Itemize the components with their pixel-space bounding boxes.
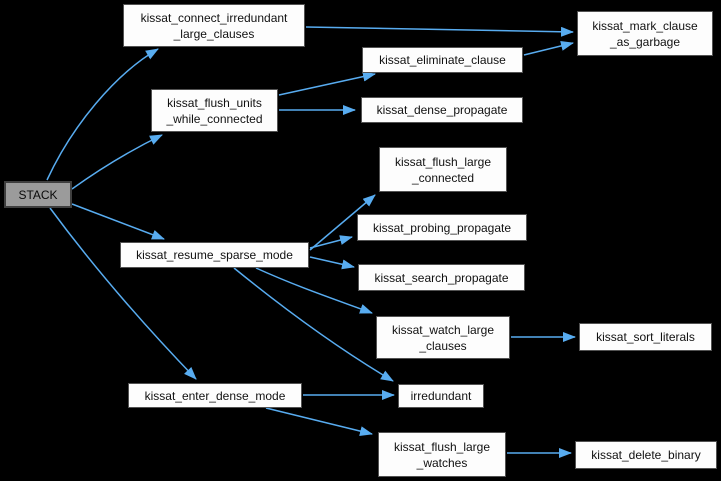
- call-edge-resume-sparse-mode-to-watch-large-clauses: [255, 267, 373, 314]
- graph-node-mark-clause-as-garbage[interactable]: kissat_mark_clause _as_garbage: [577, 11, 713, 56]
- graph-node-label: kissat_search_propagate: [374, 270, 509, 285]
- call-edge-flush-units-while-connected-to-eliminate-clause: [278, 71, 376, 96]
- graph-node-label: kissat_delete_binary: [591, 448, 701, 462]
- graph-node-stack[interactable]: STACK: [4, 181, 72, 208]
- call-edge-resume-sparse-mode-to-search-propagate: [309, 256, 355, 270]
- graph-node-label: irredundant: [410, 389, 472, 403]
- graph-node-label: kissat_flush_large _connected: [394, 154, 492, 185]
- graph-node-search-propagate[interactable]: kissat_search_propagate: [358, 264, 525, 291]
- call-edge-resume-sparse-mode-to-irredundant: [233, 267, 394, 382]
- graph-node-label: kissat_flush_large _watches: [393, 439, 491, 470]
- graph-node-sort-literals[interactable]: kissat_sort_literals: [579, 323, 712, 351]
- graph-node-label: kissat_dense_propagate: [376, 103, 508, 117]
- call-edge-connect-irredundant-large-clauses-to-mark-clause-as-garbage: [305, 26, 574, 37]
- graph-node-eliminate-clause[interactable]: kissat_eliminate_clause: [362, 47, 523, 73]
- call-edge-stack-to-resume-sparse-mode: [71, 203, 165, 240]
- graph-node-label: kissat_sort_literals: [596, 330, 695, 344]
- graph-node-flush-large-connected[interactable]: kissat_flush_large _connected: [379, 147, 507, 192]
- graph-node-label: kissat_watch_large _clauses: [391, 322, 495, 353]
- call-edge-stack-to-connect-irredundant-large-clauses: [46, 48, 159, 181]
- graph-node-label: kissat_mark_clause _as_garbage: [592, 18, 698, 49]
- graph-node-label: kissat_enter_dense_mode: [144, 388, 286, 403]
- graph-node-flush-large-watches[interactable]: kissat_flush_large _watches: [378, 432, 506, 477]
- graph-node-flush-units-while-connected[interactable]: kissat_flush_units _while_connected: [151, 89, 278, 132]
- call-edge-stack-to-enter-dense-mode: [49, 207, 197, 380]
- graph-node-enter-dense-mode[interactable]: kissat_enter_dense_mode: [128, 383, 302, 408]
- graph-node-label: kissat_eliminate_clause: [379, 53, 506, 67]
- graph-node-label: kissat_connect_irredundant _large_clause…: [140, 10, 288, 41]
- graph-node-connect-irredundant-large-clauses[interactable]: kissat_connect_irredundant _large_clause…: [123, 4, 305, 47]
- call-edge-resume-sparse-mode-to-flush-large-connected: [309, 194, 376, 251]
- call-edge-resume-sparse-mode-to-probing-propagate: [309, 235, 353, 249]
- graph-node-label: kissat_probing_propagate: [372, 220, 512, 235]
- graph-node-irredundant[interactable]: irredundant: [398, 384, 484, 408]
- graph-node-label: kissat_flush_units _while_connected: [166, 95, 263, 126]
- graph-node-delete-binary[interactable]: kissat_delete_binary: [575, 441, 717, 469]
- graph-node-probing-propagate[interactable]: kissat_probing_propagate: [357, 214, 527, 241]
- call-edge-enter-dense-mode-to-flush-large-watches: [265, 407, 373, 436]
- graph-node-dense-propagate[interactable]: kissat_dense_propagate: [361, 97, 523, 123]
- graph-node-resume-sparse-mode[interactable]: kissat_resume_sparse_mode: [120, 242, 309, 268]
- graph-node-label: kissat_resume_sparse_mode: [136, 248, 293, 262]
- call-edge-eliminate-clause-to-mark-clause-as-garbage: [523, 40, 574, 56]
- call-edge-stack-to-flush-units-while-connected: [71, 134, 163, 190]
- graph-node-label: STACK: [18, 187, 58, 202]
- graph-node-watch-large-clauses[interactable]: kissat_watch_large _clauses: [376, 316, 510, 359]
